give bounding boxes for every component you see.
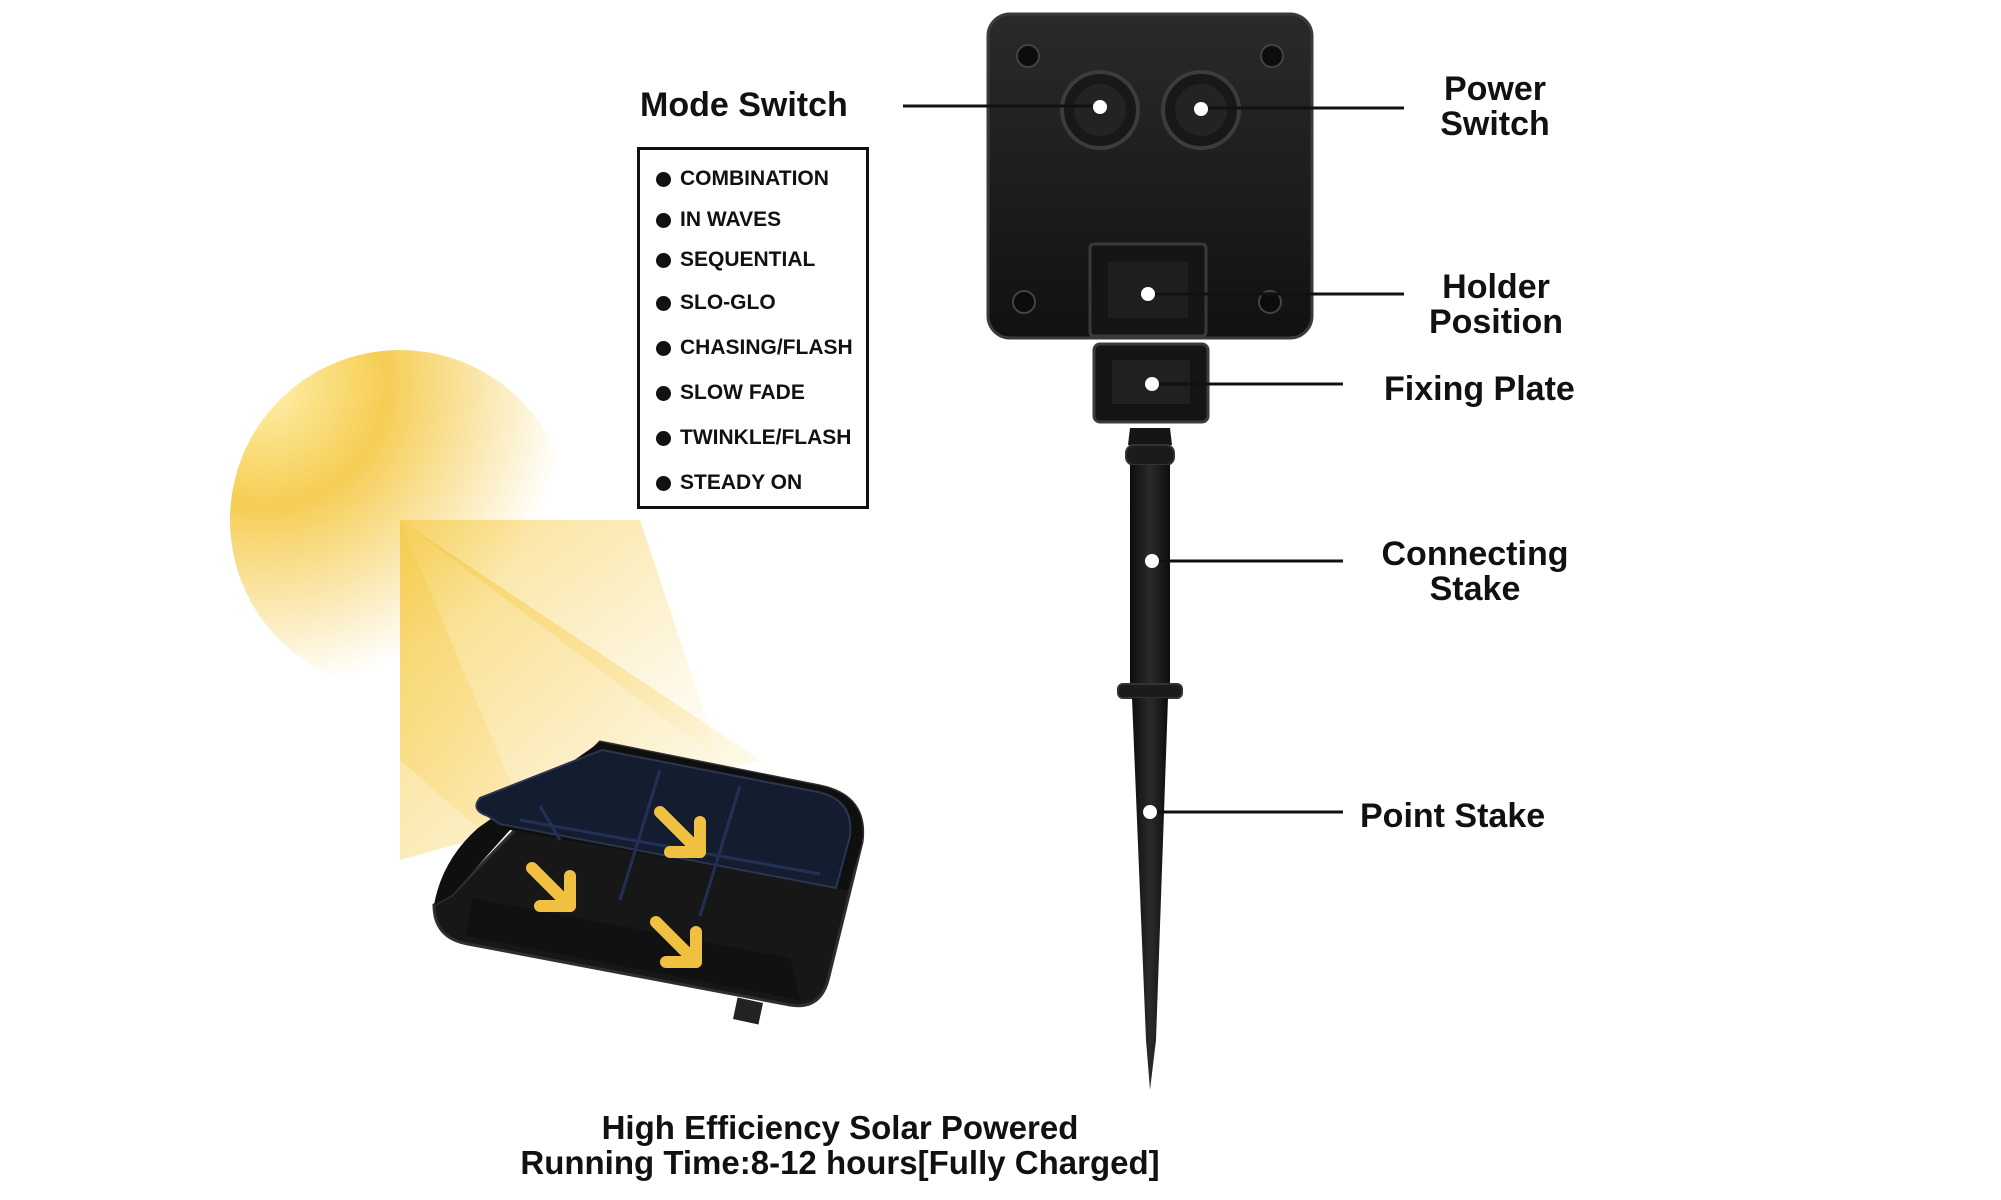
bullet-icon <box>656 295 671 311</box>
holder-position-line-2: Position <box>1428 303 1564 341</box>
mode-item-sequential: SEQUENTIAL <box>656 245 815 275</box>
mode-item-label: SLOW FADE <box>680 381 805 404</box>
power-switch-line-2: Switch <box>1440 105 1550 143</box>
screw-icon <box>1016 44 1040 68</box>
point-stake-label: Point Stake <box>1360 797 1546 835</box>
screw-icon <box>1258 290 1282 314</box>
mode-item-in-waves: IN WAVES <box>656 205 781 235</box>
callout-lines <box>903 104 1404 814</box>
mode-item-combination: COMBINATION <box>656 164 829 194</box>
arrow-down-right-icon <box>526 862 576 912</box>
bullet-icon <box>656 340 671 356</box>
mode-item-slo-glo: SLO-GLO <box>656 288 776 318</box>
mode-item-label: CHASING/FLASH <box>680 336 853 359</box>
mode-item-steady-on: STEADY ON <box>656 468 802 498</box>
bullet-icon <box>656 385 671 401</box>
sun-glow-icon <box>230 350 570 690</box>
solar-panel-illustration <box>230 350 865 1025</box>
mode-item-label: STEADY ON <box>680 471 803 494</box>
arrow-down-right-icon <box>650 916 702 968</box>
footer-caption: High Efficiency Solar Powered Running Ti… <box>440 1110 1240 1180</box>
connecting-stake-line-1: Connecting <box>1381 535 1569 573</box>
power-switch-label: Power Switch <box>1420 72 1570 142</box>
footer-line-1: High Efficiency Solar Powered <box>601 1109 1079 1146</box>
bullet-icon <box>656 212 671 228</box>
mode-switch-label: Mode Switch <box>640 86 848 124</box>
mode-item-label: COMBINATION <box>680 167 829 190</box>
bullet-icon <box>656 430 671 446</box>
power-switch-line-1: Power <box>1443 70 1547 108</box>
screw-icon <box>1260 44 1284 68</box>
mode-item-label: IN WAVES <box>680 208 782 231</box>
connecting-stake-line-2: Stake <box>1429 570 1521 608</box>
fixing-plate-label: Fixing Plate <box>1384 370 1575 408</box>
mode-item-label: SLO-GLO <box>680 291 776 314</box>
mode-item-chasing-flash: CHASING/FLASH <box>656 333 853 363</box>
mode-list-box: COMBINATION IN WAVES SEQUENTIAL SLO-GLO … <box>637 147 869 509</box>
mode-item-twinkle-flash: TWINKLE/FLASH <box>656 423 851 453</box>
bullet-icon <box>656 475 671 491</box>
arrow-down-right-icon <box>654 806 706 858</box>
mode-item-slow-fade: SLOW FADE <box>656 378 805 408</box>
bullet-icon <box>656 171 671 187</box>
mode-item-label: SEQUENTIAL <box>680 248 816 271</box>
screw-icon <box>1012 290 1036 314</box>
stake-shape <box>1117 428 1183 1090</box>
holder-position-line-1: Holder <box>1442 268 1550 306</box>
holder-position-label: Holder Position <box>1416 270 1576 340</box>
footer-line-2: Running Time:8-12 hours[Fully Charged] <box>520 1144 1160 1181</box>
bullet-icon <box>656 252 671 268</box>
connecting-stake-label: Connecting Stake <box>1368 537 1582 607</box>
mode-item-label: TWINKLE/FLASH <box>680 426 852 449</box>
callout-dots <box>1093 100 1208 819</box>
